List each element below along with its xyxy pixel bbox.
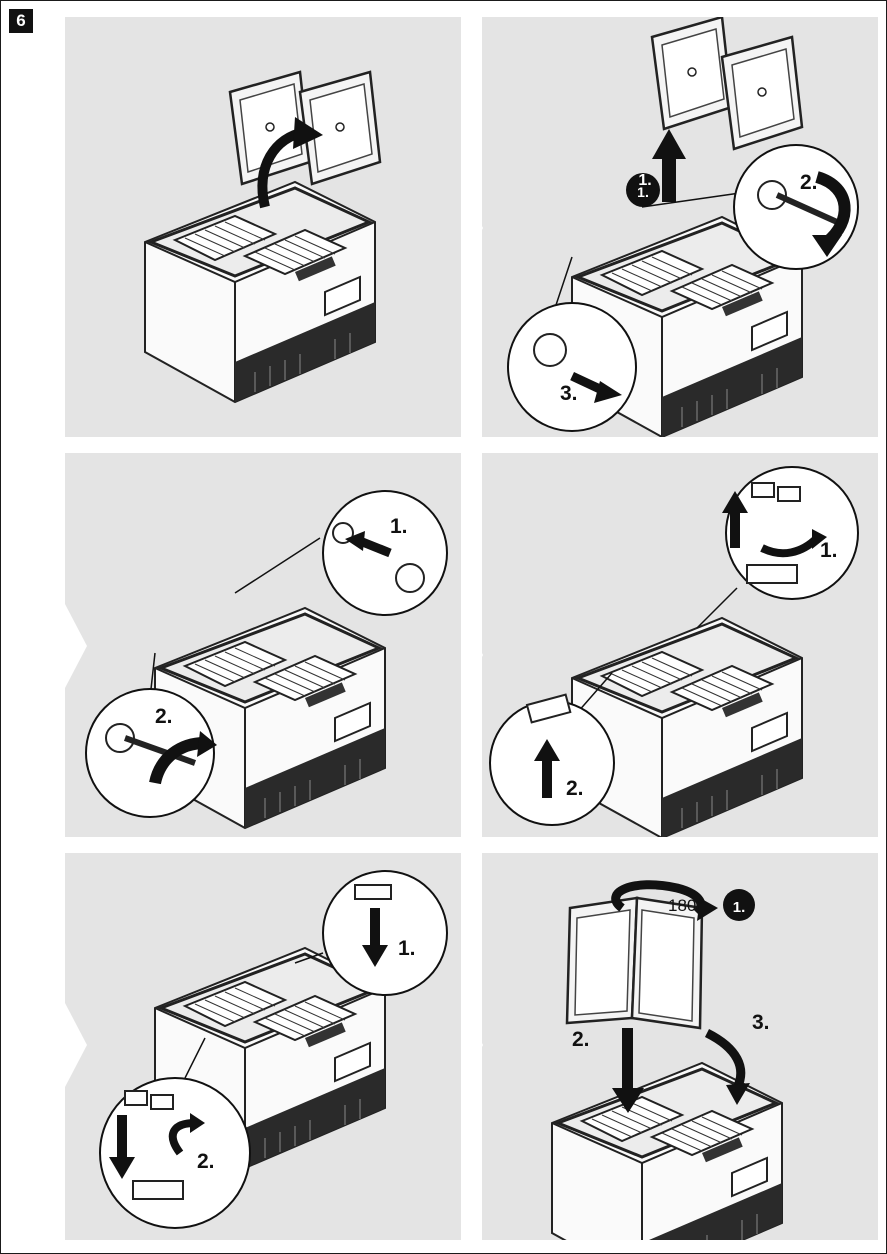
step-panel-2: 1. 2. 3. 1. <box>482 17 878 437</box>
figure-number-badge: 6 <box>9 9 33 33</box>
bracket-install-illustration: 1. 2. <box>65 853 461 1240</box>
lift-arrow <box>652 129 686 159</box>
step-label-2: 2. <box>197 1150 215 1173</box>
step-label-2: 2. <box>572 1028 590 1051</box>
step-label-1: 1. <box>820 539 838 562</box>
step-label-2: 2. <box>566 777 584 800</box>
step-panel-4: 1. 2. <box>482 453 878 837</box>
bracket-removal-illustration: 1. 2. <box>482 453 878 837</box>
step-label-1: 1. <box>638 172 651 189</box>
step-label-1: 1. <box>733 899 746 916</box>
step-label-3: 3. <box>752 1011 770 1034</box>
step-chevron <box>65 604 87 688</box>
step-panel-1 <box>65 17 461 437</box>
step-label-2: 2. <box>155 705 173 728</box>
hinge-insert-illustration: 1. 2. <box>65 453 461 837</box>
step-chevron <box>461 186 483 270</box>
rotation-label: 180° <box>668 896 703 915</box>
lid-reinstall-illustration: 180° 1. 2. 3. <box>482 853 878 1240</box>
step-label-2: 2. <box>800 171 818 194</box>
step-panel-5: 1. 2. <box>65 853 461 1240</box>
remove-lid-illustration: 1. 2. 3. <box>482 17 878 437</box>
step-chevron <box>461 1003 483 1087</box>
step-chevron <box>65 1003 87 1087</box>
pin-removal-detail <box>508 303 636 431</box>
step-label-3: 3. <box>560 382 578 405</box>
cooler-open-lids-illustration <box>65 17 461 437</box>
pin-turn-detail <box>86 689 214 817</box>
step-panel-6: 180° 1. 2. 3. <box>482 853 878 1240</box>
step-label-1: 1. <box>390 515 408 538</box>
step-label-1: 1. <box>398 937 416 960</box>
step-chevron <box>461 613 483 697</box>
step-panel-3: 1. 2. <box>65 453 461 837</box>
